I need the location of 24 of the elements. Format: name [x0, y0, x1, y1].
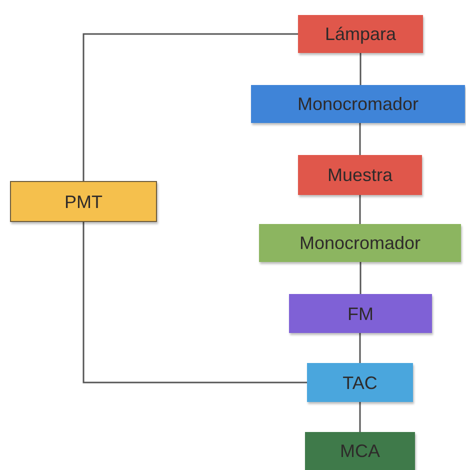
process-box	[305, 432, 415, 470]
connector-line	[359, 402, 361, 432]
process-box	[307, 363, 413, 402]
process-box	[10, 181, 157, 222]
box-label: MCA	[340, 442, 380, 460]
box-label: Lámpara	[324, 25, 396, 43]
box-label: Monocromador	[297, 95, 419, 113]
box-label: PMT	[64, 192, 102, 210]
box-label: Monocromador	[299, 234, 421, 252]
connector-line	[360, 53, 362, 85]
connector-line	[82, 33, 298, 181]
box-label: FM	[348, 304, 374, 322]
connector-line	[359, 195, 361, 224]
box-label: Muestra	[327, 166, 393, 184]
connector-line	[82, 222, 307, 384]
connector-line	[359, 123, 361, 155]
process-box	[298, 155, 422, 195]
process-box	[251, 85, 465, 123]
box-label: TAC	[342, 374, 378, 392]
connector-line	[360, 262, 362, 294]
process-box	[298, 15, 423, 53]
process-box	[259, 224, 461, 262]
connector-line	[359, 333, 361, 363]
process-box	[289, 294, 432, 333]
